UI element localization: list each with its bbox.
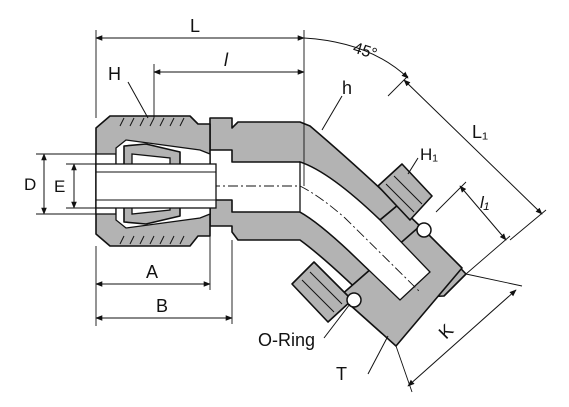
- dim-E: [66, 163, 96, 209]
- leader-h: [321, 95, 343, 131]
- dim-L: [95, 30, 305, 186]
- o-ring-lower: [346, 292, 362, 308]
- label-K: K: [435, 320, 458, 343]
- label-L1: L₁: [472, 122, 488, 142]
- dim-B: [95, 240, 233, 324]
- label-L: L: [190, 16, 200, 36]
- leader-H: [127, 81, 149, 119]
- label-l: l: [224, 50, 229, 70]
- label-H: H: [108, 64, 121, 84]
- dim-L1: [387, 75, 547, 241]
- dim-l1: [435, 181, 511, 275]
- label-l1: l₁: [480, 193, 489, 212]
- leader-O-ring: [323, 303, 351, 339]
- leader-H1: [407, 157, 419, 175]
- label-T: T: [336, 364, 347, 384]
- dim-D: [36, 153, 96, 215]
- angle-arc: [303, 37, 409, 79]
- label-angle: 45°: [351, 40, 379, 64]
- leader-T: [367, 335, 389, 375]
- dim-K: [395, 273, 523, 393]
- label-E: E: [54, 177, 65, 196]
- label-A: A: [146, 262, 158, 282]
- label-H1: H₁: [420, 145, 438, 164]
- dim-l: [153, 64, 305, 118]
- fitting-body: [209, 117, 467, 347]
- o-ring-upper: [416, 222, 432, 238]
- label-B: B: [156, 296, 168, 316]
- label-D: D: [24, 175, 36, 194]
- label-h: h: [342, 78, 352, 98]
- dim-A: [95, 236, 211, 326]
- label-O-ring: O-Ring: [258, 330, 315, 350]
- tube-stub: [95, 163, 217, 209]
